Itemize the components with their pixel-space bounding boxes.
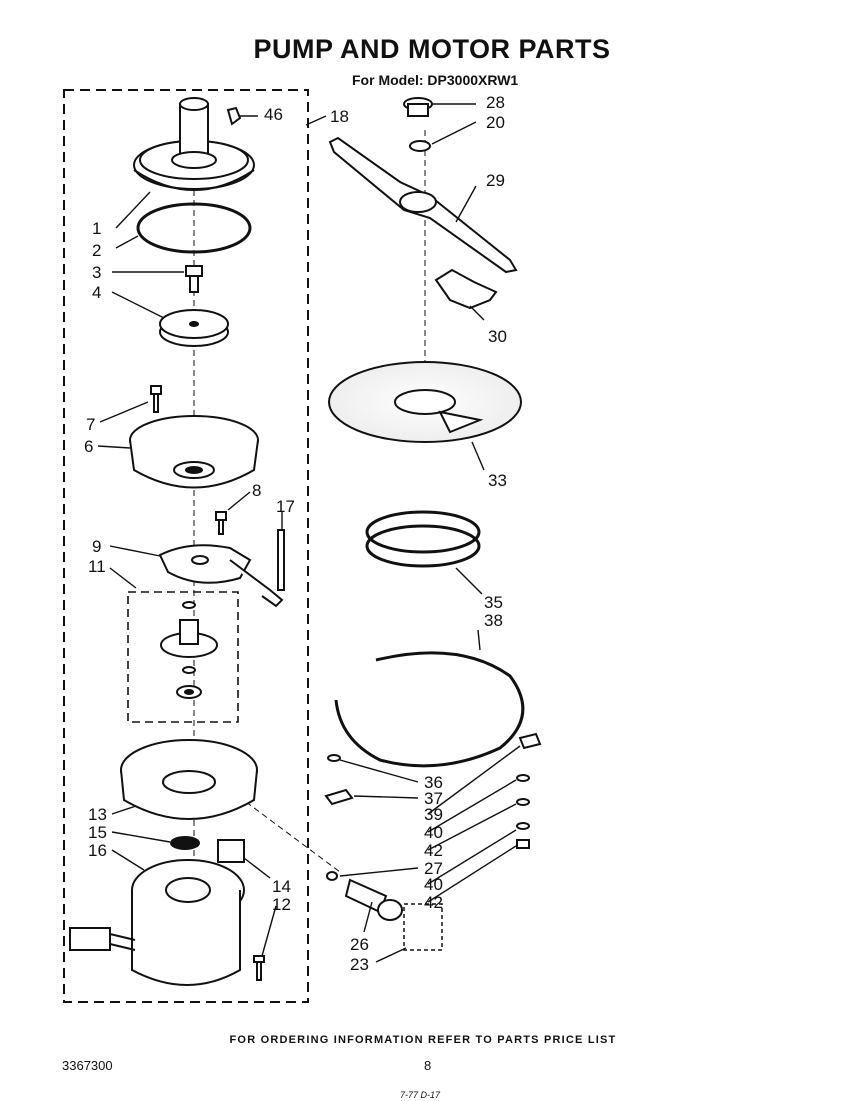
rod-17-drawing xyxy=(277,529,285,591)
part-label: 39 xyxy=(424,805,443,824)
part-label: 40 xyxy=(424,875,443,894)
part-label: 12 xyxy=(272,895,291,914)
part-label: 2 xyxy=(92,241,101,260)
part-label: 6 xyxy=(84,437,93,456)
leader-lines xyxy=(97,103,521,963)
part-label: 42 xyxy=(424,893,443,912)
ring-30-drawing xyxy=(365,510,481,568)
clip-28-drawing xyxy=(434,268,498,310)
page-title: PUMP AND MOTOR PARTS xyxy=(253,34,611,64)
motor-mount-drawing xyxy=(120,739,258,820)
part-label: 9 xyxy=(92,537,101,556)
heater-element-drawing xyxy=(334,651,525,768)
part-label: 40 xyxy=(424,823,443,842)
part-label: 18 xyxy=(330,107,349,126)
pump-assembly-boundary xyxy=(63,89,309,1003)
part-label: 1 xyxy=(92,219,101,238)
fastener-stack-drawing xyxy=(516,732,542,849)
part-label: 36 xyxy=(424,773,443,792)
part-label: 26 xyxy=(350,935,369,954)
part-label: 27 xyxy=(424,859,443,878)
cap-26-drawing xyxy=(403,97,433,117)
part-label: 15 xyxy=(88,823,107,842)
washer-15-drawing xyxy=(170,836,200,850)
bottom-mark: 7-77 D-17 xyxy=(400,1090,441,1100)
pump-cover-drawing xyxy=(133,97,255,191)
part-label: 35 xyxy=(484,593,503,612)
part-label: 3 xyxy=(92,263,101,282)
spray-arm-drawing xyxy=(328,136,518,274)
page-number: 8 xyxy=(424,1058,432,1073)
part-label: 23 xyxy=(350,955,369,974)
impeller-subassembly-boundary xyxy=(127,591,239,723)
o-ring-drawing xyxy=(136,202,252,254)
part-label: 16 xyxy=(88,841,107,860)
disc-drawing xyxy=(159,309,229,347)
part-label: 13 xyxy=(88,805,107,824)
part-label: 11 xyxy=(88,557,106,576)
part-label: 4 xyxy=(92,283,101,302)
part-label: 29 xyxy=(486,171,505,190)
part-label: 28 xyxy=(486,93,505,112)
filter-disc-drawing xyxy=(328,361,522,443)
part-label: 20 xyxy=(486,113,505,132)
washer-20-drawing xyxy=(409,140,431,152)
part-label: 42 xyxy=(424,841,443,860)
washer-33-drawing xyxy=(327,754,341,762)
part-label: 30 xyxy=(488,327,507,346)
inlet-fitting-drawing xyxy=(344,878,403,921)
motor-drawing xyxy=(69,859,245,986)
ordering-info-note: FOR ORDERING INFORMATION REFER TO PARTS … xyxy=(229,1034,617,1046)
screw-8-drawing xyxy=(215,511,227,535)
impeller-drawing xyxy=(160,601,218,699)
part-label: 37 xyxy=(424,789,443,808)
plate-9-drawing xyxy=(158,544,284,608)
part-label: 14 xyxy=(272,877,291,896)
o-ring-23-drawing xyxy=(326,871,338,881)
part-label: 17 xyxy=(276,497,295,516)
bracket-35-drawing xyxy=(324,788,354,806)
part-label: 7 xyxy=(86,415,95,434)
clip-46-drawing xyxy=(226,106,242,126)
capacitor-14-drawing xyxy=(217,839,245,863)
part-label: 8 xyxy=(252,481,261,500)
part-label: 33 xyxy=(488,471,507,490)
part-label: 46 xyxy=(264,105,283,124)
screw-12-drawing xyxy=(253,955,265,981)
part-label: 38 xyxy=(484,611,503,630)
part-number-labels: 46 1 2 3 4 7 6 8 17 9 11 13 15 16 14 12 … xyxy=(84,93,507,974)
model-subtitle: For Model: DP3000XRW1 xyxy=(352,72,519,88)
document-number: 3367300 xyxy=(62,1058,113,1073)
pump-housing-drawing xyxy=(129,415,259,489)
bolt-drawing xyxy=(185,265,203,293)
screw-7-drawing xyxy=(150,385,162,413)
